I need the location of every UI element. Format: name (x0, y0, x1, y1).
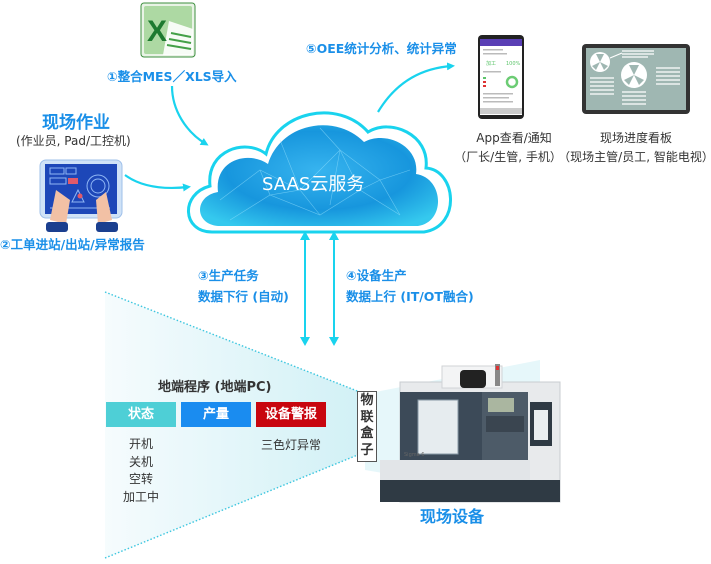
app-title: App查看/通知 (476, 131, 552, 145)
status-item: 关机 (128, 454, 153, 469)
iot-box-char: 联 (360, 409, 374, 425)
svg-text:X: X (147, 15, 167, 48)
smartphone-app-icon: 加工 100% (478, 35, 524, 119)
alarm-tag: 设备警报 (256, 402, 326, 427)
edge-program-title: 地端程序 (地端PC) (158, 380, 272, 395)
board-subtitle: （现场主管/员工, 智能电视） (558, 150, 711, 164)
status-item: 加工中 (122, 489, 159, 504)
board-title: 现场进度看板 (599, 131, 672, 145)
status-items-list: 开机 关机 空转 加工中 (106, 436, 176, 506)
beam-top-dotted-line (104, 291, 366, 395)
svg-text:Sigma 6: Sigma 6 (404, 452, 424, 458)
step3-line1: ③生产任务 (198, 268, 259, 283)
iot-box-char: 子 (360, 442, 374, 458)
step3-line2: 数据下行 (自动) (198, 289, 289, 304)
step1-label: ①整合MES／XLS导入 (107, 69, 237, 84)
iot-box-char: 物 (360, 393, 374, 408)
arrow-excel-to-cloud (170, 85, 209, 146)
iot-box: 物 联 盒 子 (357, 391, 377, 462)
svg-text:加工: 加工 (486, 60, 496, 67)
step4-line2: 数据上行 (IT/OT融合) (346, 289, 474, 304)
svg-text:100%: 100% (506, 61, 521, 67)
shopfloor-title: 现场作业 (42, 113, 110, 133)
iot-box-char: 盒 (360, 426, 374, 441)
step2-label: ②工单进站/出站/异常报告 (0, 237, 145, 252)
cloud-label: SAAS云服务 (262, 174, 365, 195)
equipment-label: 现场设备 (420, 507, 485, 526)
dashboard-tv-icon (582, 44, 690, 114)
status-item: 开机 (128, 437, 153, 451)
output-tag: 产量 (181, 402, 251, 427)
status-tag: 状态 (106, 402, 176, 427)
arrow-tablet-to-cloud (124, 174, 191, 192)
status-item: 空转 (128, 472, 153, 486)
cnc-machine-icon: Sigma 6 (380, 364, 561, 503)
beam-bottom-dotted-line (104, 451, 366, 559)
step5-label: ⑤OEE统计分析、统计异常 (306, 41, 457, 56)
tablet-hands-icon (39, 159, 123, 232)
arrow-cloud-to-app (377, 62, 455, 113)
excel-icon: X (140, 2, 196, 58)
shopfloor-subtitle: (作业员, Pad/工控机) (16, 134, 131, 148)
app-subtitle: （厂长/生管, 手机） (454, 150, 562, 164)
step4-line1: ④设备生产 (346, 268, 407, 283)
cloud-icon (187, 111, 452, 234)
alarm-item: 三色灯异常 (260, 438, 321, 452)
